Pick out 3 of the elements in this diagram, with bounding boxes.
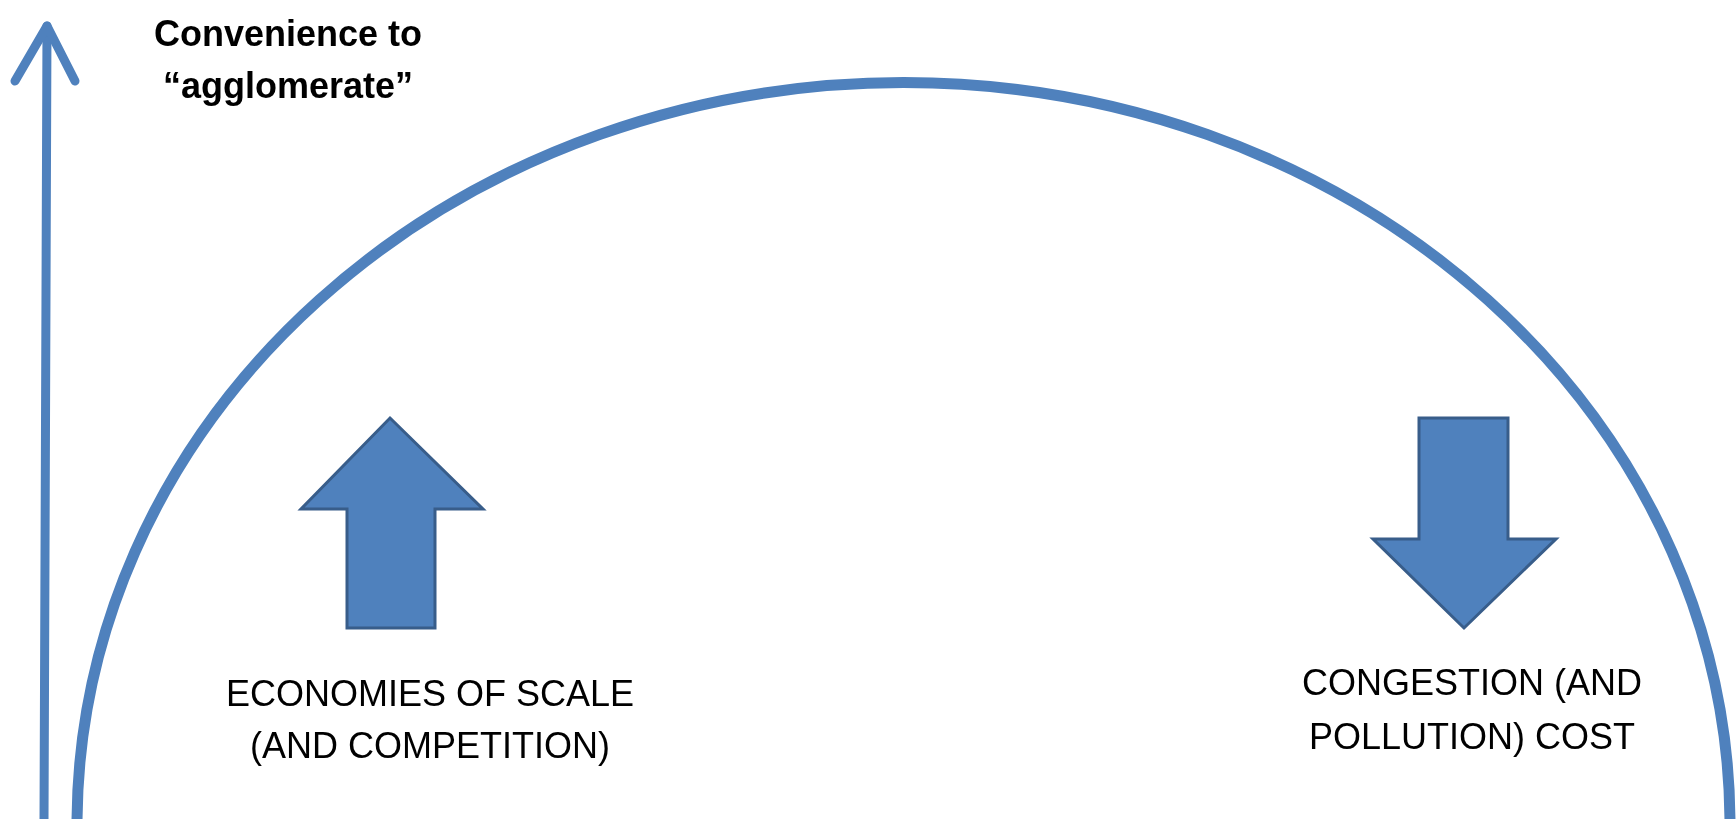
effect-label: ECONOMIES OF SCALE (AND COMPETITION) xyxy=(224,672,636,768)
effect-label: CONGESTION (AND POLLUTION) COST xyxy=(1301,661,1643,759)
axis-label: Convenience to “agglomerate” xyxy=(152,12,424,108)
